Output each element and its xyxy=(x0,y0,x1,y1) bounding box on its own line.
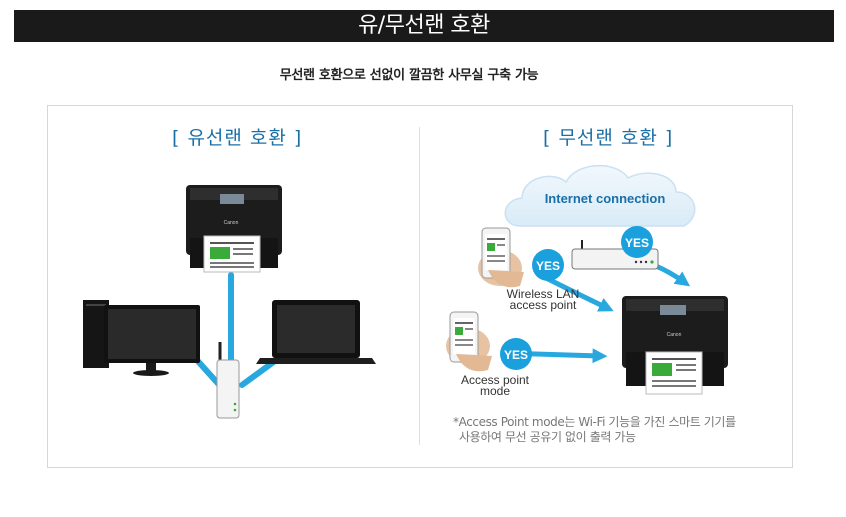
yes-badge: YES xyxy=(621,226,653,258)
yes-badge: YES xyxy=(532,249,564,281)
printer-icon: Canon xyxy=(622,296,728,395)
wireless-lan-label: Wireless LAN access point xyxy=(506,287,580,312)
internet-cloud-icon xyxy=(504,165,696,227)
svg-text:Canon: Canon xyxy=(224,220,239,226)
access-point-note: *Access Point mode는 Wi-Fi 기능을 가진 스마트 기기를… xyxy=(453,415,736,444)
svg-text:YES: YES xyxy=(504,348,528,362)
panel-divider xyxy=(419,127,420,445)
internet-connection-label: Internet connection xyxy=(545,191,666,206)
desktop-computer-icon xyxy=(83,300,200,376)
router-icon xyxy=(216,342,240,419)
svg-text:YES: YES xyxy=(625,236,649,250)
svg-text:Canon: Canon xyxy=(667,332,682,338)
page-title: 유/무선랜 호환 xyxy=(14,10,834,42)
feature-panel xyxy=(47,105,793,468)
wired-section-title: [ 유선랜 호환 ] xyxy=(172,127,303,149)
smartphone-icon xyxy=(478,227,524,288)
svg-text:YES: YES xyxy=(536,259,560,273)
laptop-icon xyxy=(256,300,376,364)
smartphone-icon xyxy=(446,311,492,372)
access-point-mode-label: Access point mode xyxy=(460,373,530,398)
printer-icon: Canon xyxy=(186,185,282,273)
page-subtitle: 무선랜 호환으로 선없이 깔끔한 사무실 구축 가능 xyxy=(279,68,539,83)
wireless-section-title: [ 무선랜 호환 ] xyxy=(543,127,674,149)
yes-badge: YES xyxy=(500,338,532,370)
